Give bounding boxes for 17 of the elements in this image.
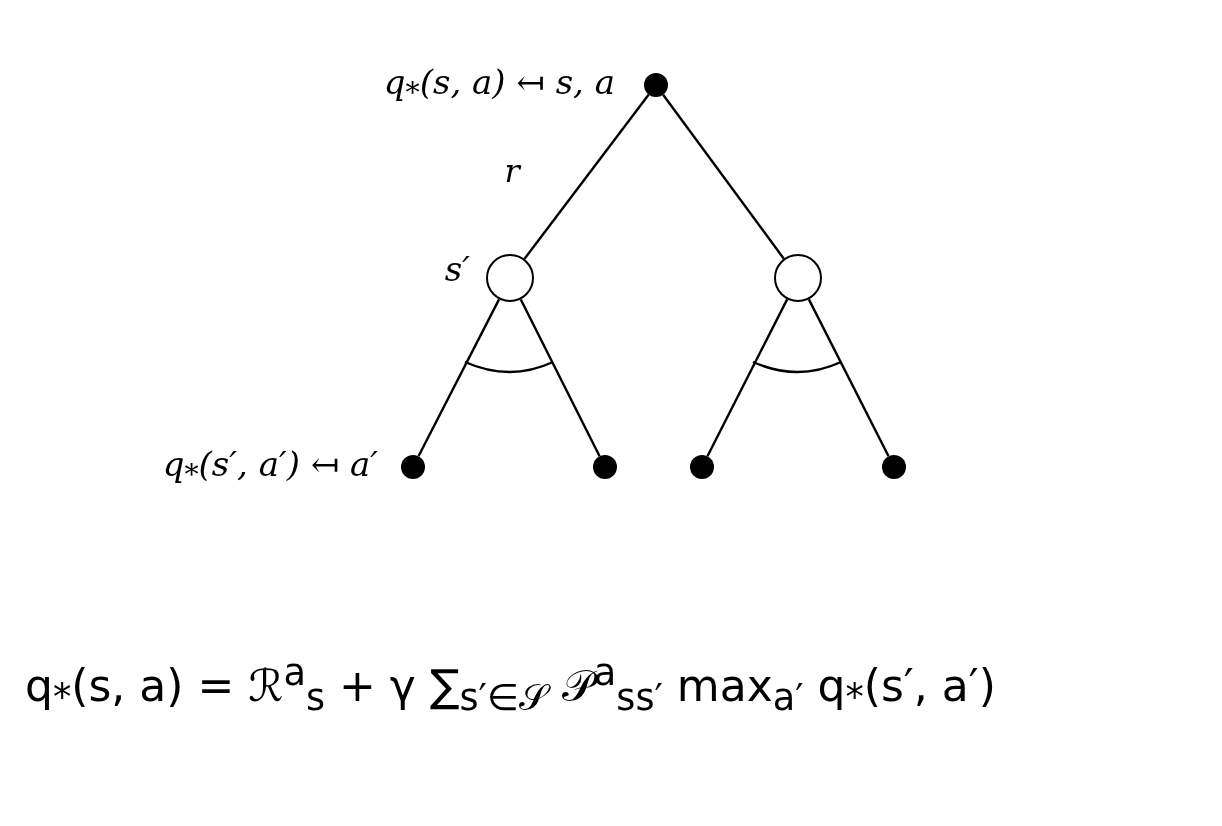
tree-line bbox=[523, 93, 650, 260]
node-label: s′ bbox=[444, 252, 470, 286]
tree-line bbox=[519, 298, 601, 457]
tree-line bbox=[417, 298, 501, 457]
open-node bbox=[774, 254, 822, 302]
node-label: q$_{*}$(s′, a′) ↤ a′ bbox=[162, 447, 378, 490]
filled-node bbox=[593, 455, 617, 479]
filled-node bbox=[882, 455, 906, 479]
tree-line bbox=[662, 93, 785, 260]
filled-node bbox=[644, 73, 668, 97]
tree-line bbox=[807, 298, 890, 457]
tree-line bbox=[706, 298, 789, 457]
filled-node bbox=[690, 455, 714, 479]
bellman-equation: q$_{*}$(s, a) = ℛ$^{a}$$_{s}$ + γ ∑$_{s′∈𝒮}$ 𝒫$^{a}$$_{ss′}$ max$_{a′}$ q$_{*}$(s′, a′) bbox=[25, 655, 996, 718]
node-label: q$_{*}$(s, a) ↤ s, a bbox=[383, 65, 615, 108]
open-node bbox=[486, 254, 534, 302]
filled-node bbox=[401, 455, 425, 479]
